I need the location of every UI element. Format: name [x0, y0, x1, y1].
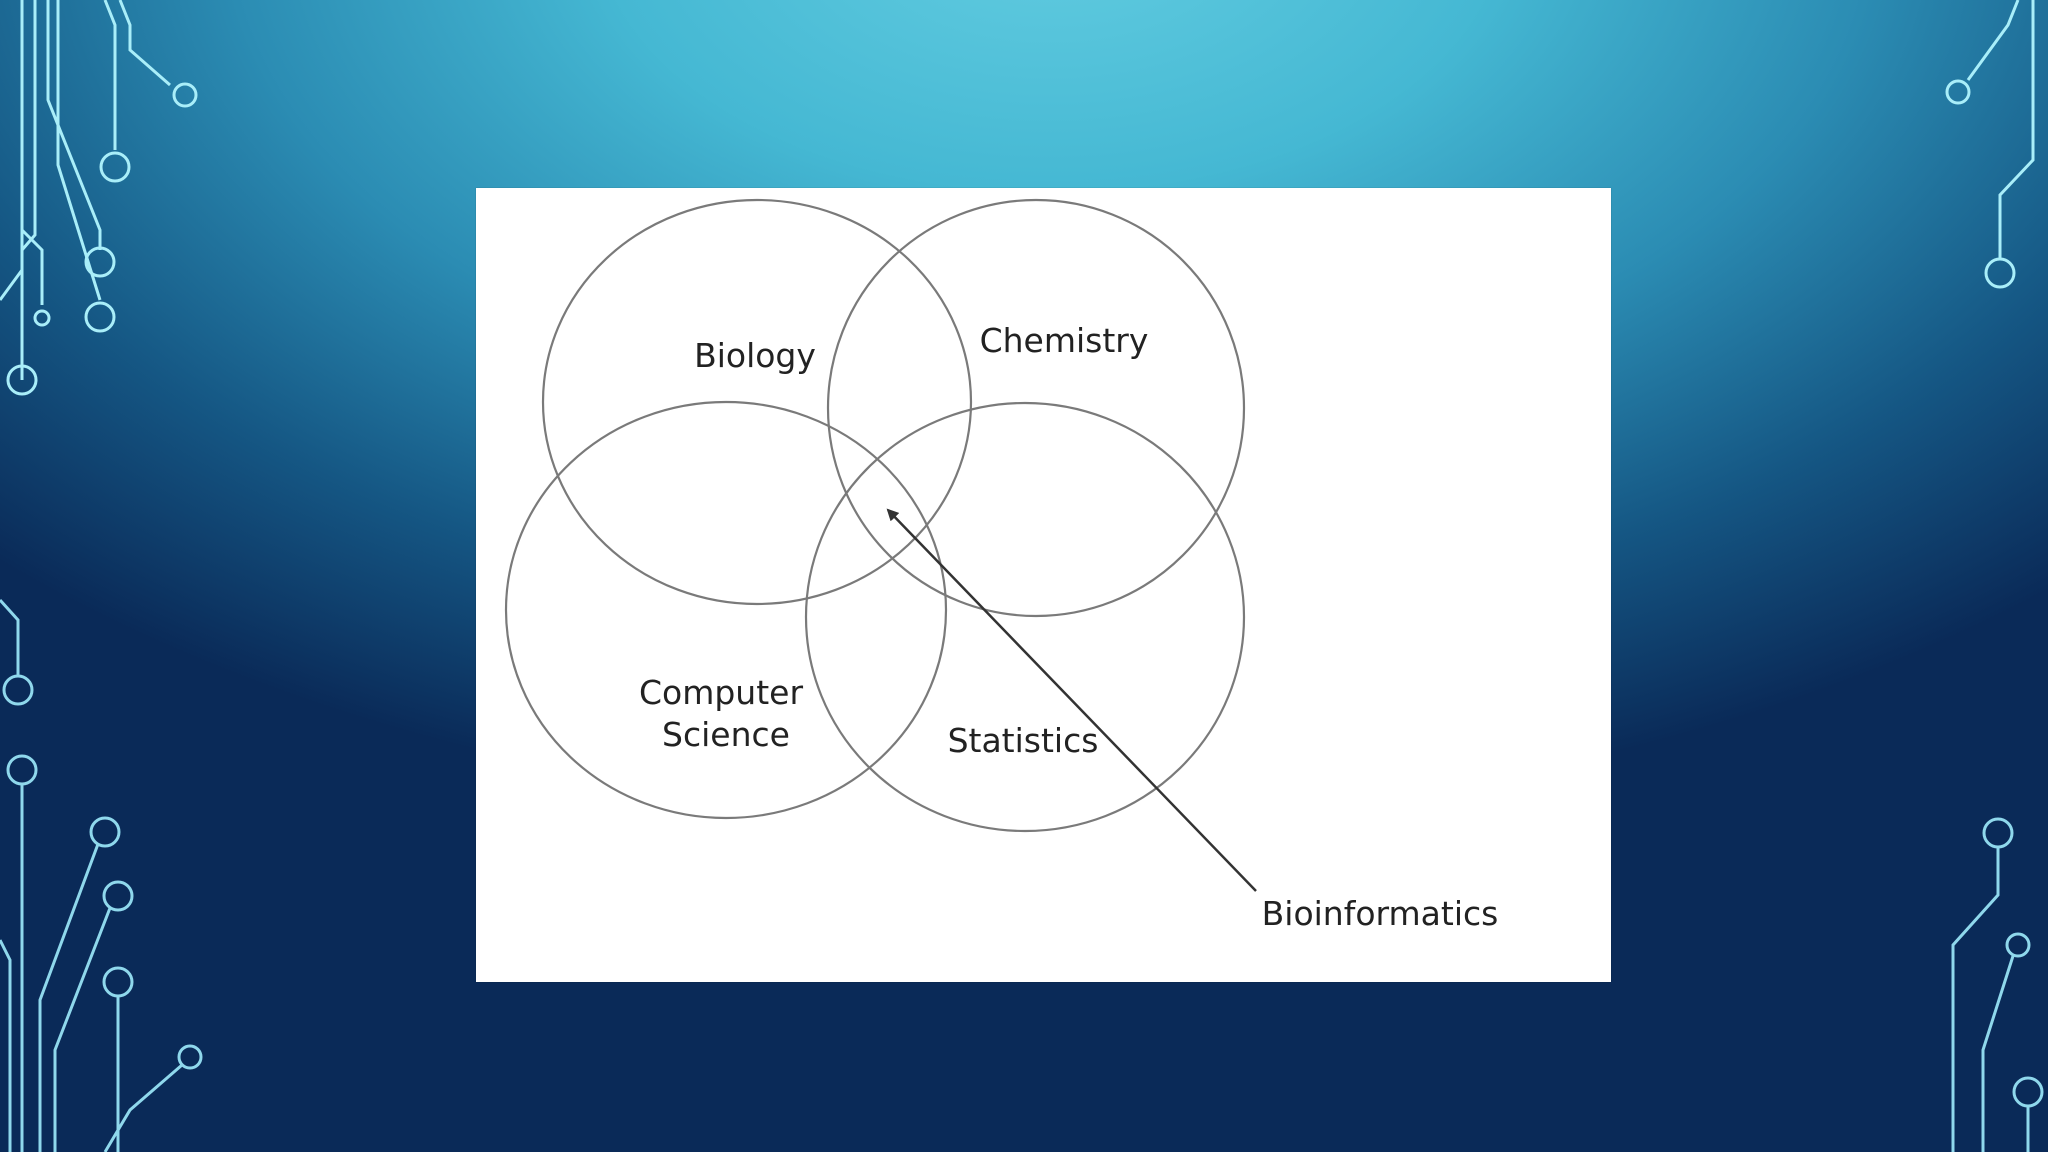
- circuit-decoration-bottom-right: [1951, 817, 2044, 1152]
- chemistry-circle: [826, 198, 1246, 618]
- venn-diagram-image: Biology Chemistry Computer Science Stati…: [476, 188, 1611, 982]
- statistics-circle: [804, 401, 1246, 833]
- biology-label: Biology: [694, 336, 816, 375]
- chemistry-label: Chemistry: [980, 321, 1149, 360]
- circuit-decoration-top-left: [0, 0, 198, 396]
- bioinformatics-label: Bioinformatics: [1262, 894, 1499, 933]
- computer-science-circle: [504, 400, 948, 820]
- bioinformatics-arrow: [886, 508, 1257, 892]
- computer-science-label-line2: Science: [662, 715, 790, 754]
- circuit-decoration-top-right: [1945, 0, 2035, 289]
- statistics-label: Statistics: [948, 721, 1099, 760]
- venn-diagram: Biology Chemistry Computer Science Stati…: [504, 198, 1499, 933]
- computer-science-label-line1: Computer: [639, 673, 803, 712]
- biology-circle: [541, 198, 973, 606]
- circuit-decoration-bottom-left: [0, 598, 203, 1152]
